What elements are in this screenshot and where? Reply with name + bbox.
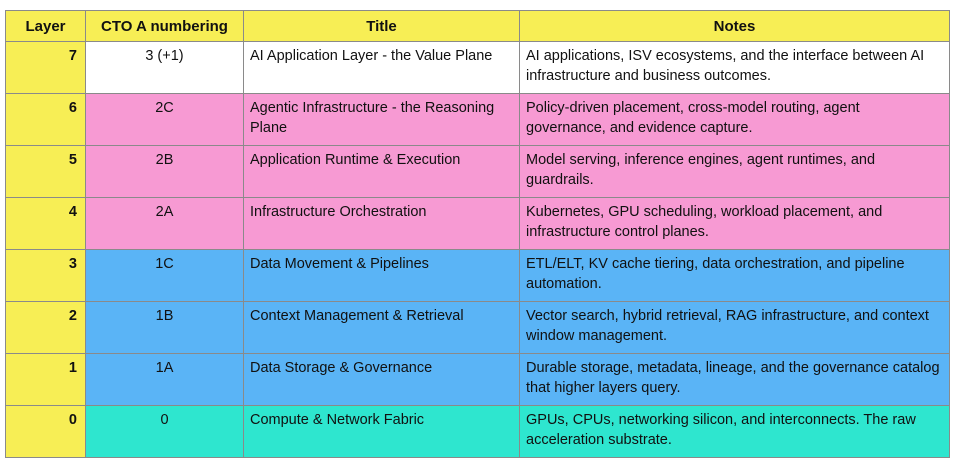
cto-numbering-cell: 1C bbox=[85, 249, 244, 302]
table-row: 0 0 Compute & Network Fabric GPUs, CPUs,… bbox=[5, 405, 950, 458]
layer-cell: 1 bbox=[5, 353, 86, 406]
notes-cell: ETL/ELT, KV cache tiering, data orchestr… bbox=[519, 249, 950, 302]
notes-cell: Durable storage, metadata, lineage, and … bbox=[519, 353, 950, 406]
layer-table-container: Layer CTO A numbering Title Notes 7 3 (+… bbox=[5, 10, 950, 458]
layer-cell: 2 bbox=[5, 301, 86, 354]
table-row: 1 1A Data Storage & Governance Durable s… bbox=[5, 353, 950, 406]
cto-numbering-cell: 3 (+1) bbox=[85, 41, 244, 94]
table-row: 4 2A Infrastructure Orchestration Kubern… bbox=[5, 197, 950, 250]
table-row: 7 3 (+1) AI Application Layer - the Valu… bbox=[5, 41, 950, 94]
layer-cell: 4 bbox=[5, 197, 86, 250]
notes-cell: Kubernetes, GPU scheduling, workload pla… bbox=[519, 197, 950, 250]
header-cto-numbering: CTO A numbering bbox=[85, 10, 244, 42]
header-layer: Layer bbox=[5, 10, 86, 42]
layer-cell: 3 bbox=[5, 249, 86, 302]
notes-cell: Policy-driven placement, cross-model rou… bbox=[519, 93, 950, 146]
header-notes: Notes bbox=[519, 10, 950, 42]
table-row: 6 2C Agentic Infrastructure - the Reason… bbox=[5, 93, 950, 146]
cto-numbering-cell: 1B bbox=[85, 301, 244, 354]
cto-numbering-cell: 2A bbox=[85, 197, 244, 250]
title-cell: Application Runtime & Execution bbox=[243, 145, 520, 198]
title-cell: Agentic Infrastructure - the Reasoning P… bbox=[243, 93, 520, 146]
cto-numbering-cell: 2C bbox=[85, 93, 244, 146]
layer-cell: 0 bbox=[5, 405, 86, 458]
table-row: 5 2B Application Runtime & Execution Mod… bbox=[5, 145, 950, 198]
notes-cell: GPUs, CPUs, networking silicon, and inte… bbox=[519, 405, 950, 458]
layer-table: Layer CTO A numbering Title Notes 7 3 (+… bbox=[5, 10, 950, 458]
header-title: Title bbox=[243, 10, 520, 42]
title-cell: Data Storage & Governance bbox=[243, 353, 520, 406]
title-cell: AI Application Layer - the Value Plane bbox=[243, 41, 520, 94]
notes-cell: AI applications, ISV ecosystems, and the… bbox=[519, 41, 950, 94]
notes-cell: Vector search, hybrid retrieval, RAG inf… bbox=[519, 301, 950, 354]
title-cell: Compute & Network Fabric bbox=[243, 405, 520, 458]
layer-cell: 5 bbox=[5, 145, 86, 198]
cto-numbering-cell: 0 bbox=[85, 405, 244, 458]
title-cell: Infrastructure Orchestration bbox=[243, 197, 520, 250]
layer-cell: 7 bbox=[5, 41, 86, 94]
title-cell: Context Management & Retrieval bbox=[243, 301, 520, 354]
notes-cell: Model serving, inference engines, agent … bbox=[519, 145, 950, 198]
title-cell: Data Movement & Pipelines bbox=[243, 249, 520, 302]
table-header-row: Layer CTO A numbering Title Notes bbox=[5, 10, 950, 42]
table-row: 3 1C Data Movement & Pipelines ETL/ELT, … bbox=[5, 249, 950, 302]
layer-cell: 6 bbox=[5, 93, 86, 146]
table-row: 2 1B Context Management & Retrieval Vect… bbox=[5, 301, 950, 354]
cto-numbering-cell: 2B bbox=[85, 145, 244, 198]
cto-numbering-cell: 1A bbox=[85, 353, 244, 406]
